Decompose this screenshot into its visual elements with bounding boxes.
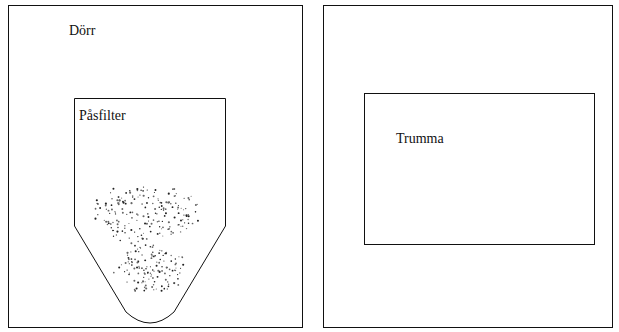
dust-particles: [94, 186, 199, 291]
part-label: Påsfilter: [79, 108, 226, 125]
part-label: Dörr: [69, 23, 302, 40]
bag-filter-outline: [74, 98, 226, 326]
right-housing: [324, 6, 613, 328]
drum-box: Trumma: [364, 93, 595, 245]
door-panel: DörrPåsfilter: [8, 5, 303, 328]
bag-outline: [75, 99, 226, 324]
bag-filter: Påsfilter: [74, 98, 226, 326]
part-label: Trumma: [396, 131, 594, 148]
